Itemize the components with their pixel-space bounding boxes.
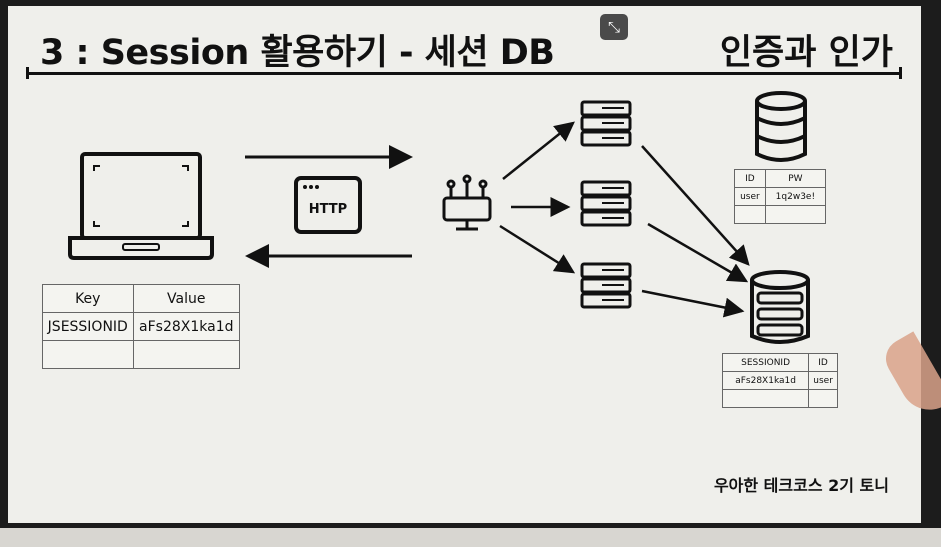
title-rule-cap-right: [899, 67, 902, 79]
table-cell: [721, 389, 810, 408]
server-rack-icon: [580, 180, 632, 227]
table-row: [721, 389, 838, 408]
table-row: [42, 340, 241, 369]
database-icon: [755, 91, 807, 162]
laptop-icon: [68, 152, 214, 260]
table-cell: user: [808, 371, 838, 390]
user-table-header: PW: [764, 169, 827, 188]
table-cell: 1q2w3e!: [764, 187, 827, 206]
session-table: SESSIONID ID aFs28X1ka1d user: [721, 353, 838, 408]
user-table: ID PW user 1q2w3e!: [734, 169, 827, 224]
table-row: [734, 205, 827, 224]
slide-screen: 3 : Session 활용하기 - 세션 DB 인증과 인가 ⤡ HT: [8, 6, 921, 523]
exit-fullscreen-icon: ⤡: [607, 18, 620, 36]
table-cell: user: [734, 187, 766, 206]
table-cell: [764, 205, 827, 224]
slide-footer: 우아한 테크코스 2기 토니: [713, 476, 889, 495]
http-label: HTTP: [309, 202, 347, 217]
user-table-header: ID: [734, 169, 766, 188]
database-icon: [750, 270, 810, 344]
cookie-table: Key Value JSESSIONID aFs28X1ka1d: [42, 284, 241, 369]
room-floor: [0, 528, 941, 547]
exit-fullscreen-button[interactable]: ⤡: [600, 14, 628, 40]
table-cell: [808, 389, 838, 408]
table-cell: aFs28X1ka1d: [721, 371, 810, 390]
network-hub-icon: [442, 174, 492, 231]
title-rule-cap-left: [26, 67, 29, 79]
cookie-table-header: Value: [132, 284, 241, 313]
table-cell: JSESSIONID: [42, 312, 134, 341]
cookie-table-header: Key: [42, 284, 134, 313]
table-row: user 1q2w3e!: [734, 187, 827, 206]
server-rack-icon: [580, 100, 632, 147]
server-rack-icon: [580, 262, 632, 309]
slide-subtitle: 인증과 인가: [719, 33, 893, 73]
table-cell: [132, 340, 241, 369]
http-window-icon: HTTP: [294, 176, 362, 234]
table-cell: [42, 340, 134, 369]
table-row: JSESSIONID aFs28X1ka1d: [42, 312, 241, 341]
title-rule: [28, 72, 901, 75]
slide-title: 3 : Session 활용하기 - 세션 DB: [40, 33, 555, 73]
table-cell: [734, 205, 766, 224]
table-cell: aFs28X1ka1d: [132, 312, 241, 341]
session-db-diagram: HTTP: [68, 91, 810, 344]
table-row: aFs28X1ka1d user: [721, 371, 838, 390]
session-table-header: SESSIONID: [721, 353, 810, 372]
session-table-header: ID: [808, 353, 838, 372]
